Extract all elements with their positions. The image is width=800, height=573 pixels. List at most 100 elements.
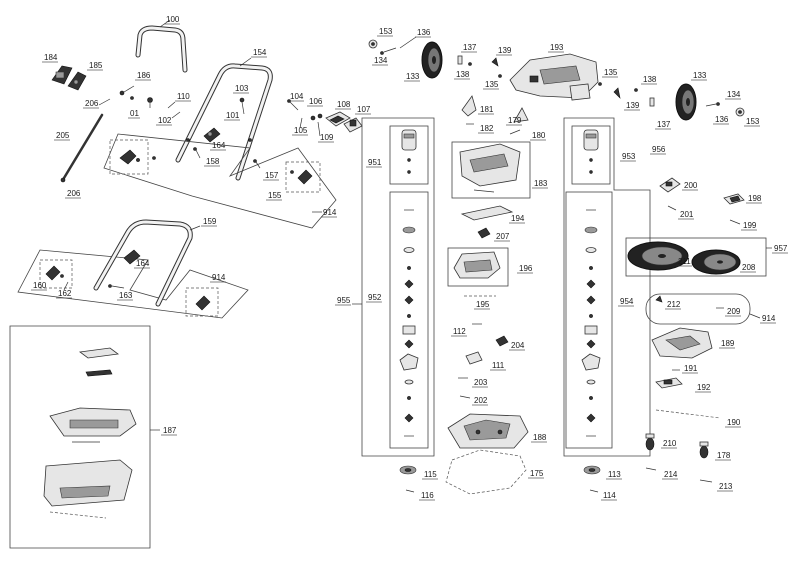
dashed-box-164-upper xyxy=(109,139,149,175)
bracket-192 xyxy=(655,377,683,389)
flap-179 xyxy=(513,107,529,123)
spring-139 xyxy=(613,87,621,99)
callout-162: 162 xyxy=(58,289,72,298)
grass-box-handle xyxy=(78,347,120,377)
callout-180: 180 xyxy=(532,131,546,140)
motor-subgroup-954 xyxy=(565,191,613,449)
callout-134-left: 134 xyxy=(374,56,388,65)
callout-957: 957 xyxy=(774,244,788,253)
flap-181 xyxy=(461,95,477,117)
motor-951 xyxy=(401,129,417,174)
cable-clip-184 xyxy=(51,65,73,85)
motor-subgroup-952 xyxy=(389,191,429,449)
rod-205 xyxy=(62,113,104,180)
grass-box-bag xyxy=(43,459,133,507)
callout-914-lower: 914 xyxy=(212,273,226,282)
callout-954: 954 xyxy=(620,297,634,306)
callout-157: 157 xyxy=(265,171,279,180)
callout-951: 951 xyxy=(368,158,382,167)
callout-153-right: 153 xyxy=(746,117,760,126)
callout-211: 211 xyxy=(678,257,691,266)
callout-112: 112 xyxy=(453,327,466,336)
clip-207 xyxy=(477,227,491,239)
deck-188 xyxy=(447,413,529,449)
motor-group-frame-955 xyxy=(361,117,435,457)
callout-113: 113 xyxy=(608,470,621,479)
callout-137-left: 137 xyxy=(463,43,477,52)
callout-182: 182 xyxy=(480,124,494,133)
clamp-lever-164-lower xyxy=(123,249,141,265)
upper-handle-bar xyxy=(135,19,188,73)
callout-104: 104 xyxy=(290,92,304,101)
motor-stack-954 xyxy=(581,209,601,437)
callout-952: 952 xyxy=(368,293,382,302)
callout-187: 187 xyxy=(163,426,177,435)
callout-206-top: 206 xyxy=(85,99,99,108)
blade-holder-113 xyxy=(583,465,601,475)
callout-185: 185 xyxy=(89,61,103,70)
kit-panel-914-lower xyxy=(17,249,249,319)
callout-139-right: 139 xyxy=(626,101,640,110)
plate-194 xyxy=(460,205,514,221)
screw-212 xyxy=(655,295,663,303)
callout-102: 102 xyxy=(158,116,172,125)
spring-137 xyxy=(457,55,463,65)
cover-183 xyxy=(459,143,521,193)
callout-214: 214 xyxy=(664,470,678,479)
bolt-186 xyxy=(119,85,135,100)
callout-186: 186 xyxy=(137,71,151,80)
callout-195: 195 xyxy=(476,300,490,309)
clip-200 xyxy=(659,177,681,193)
chute-196 xyxy=(453,251,501,279)
knob-01 xyxy=(147,97,153,108)
callout-914-upper: 914 xyxy=(323,208,337,217)
chute-group-196 xyxy=(447,247,509,287)
callout-138-right: 138 xyxy=(643,75,657,84)
cable-clip-185 xyxy=(67,71,87,91)
callout-101: 101 xyxy=(226,111,240,120)
seal-outline-175 xyxy=(445,449,527,495)
callout-953: 953 xyxy=(622,152,636,161)
callout-201: 201 xyxy=(680,210,694,219)
callout-134-right: 134 xyxy=(727,90,741,99)
hub-cap-153-right xyxy=(735,107,745,117)
callout-111: 111 xyxy=(492,361,505,370)
callout-178: 178 xyxy=(717,451,731,460)
part-204 xyxy=(495,335,509,347)
callout-198: 198 xyxy=(748,194,762,203)
spring-137-right xyxy=(649,97,655,107)
callout-188: 188 xyxy=(533,433,547,442)
dashed-box-160 xyxy=(39,259,73,289)
motor-group-frame-956 xyxy=(563,117,651,457)
grass-box-frame-187 xyxy=(9,325,151,549)
callout-914-right: 914 xyxy=(762,314,776,323)
callout-179: 179 xyxy=(508,116,522,125)
callout-154: 154 xyxy=(253,48,267,57)
callout-191: 191 xyxy=(684,364,698,373)
callout-107: 107 xyxy=(357,105,371,114)
callout-160: 160 xyxy=(33,281,47,290)
callout-189: 189 xyxy=(721,339,735,348)
clamp-155 xyxy=(290,169,313,185)
dashed-box-914-lower xyxy=(185,287,219,317)
callout-194: 194 xyxy=(511,214,525,223)
callout-196: 196 xyxy=(519,264,533,273)
callout-213: 213 xyxy=(719,482,733,491)
caster-178 xyxy=(699,441,709,459)
dashed-box-155 xyxy=(285,161,321,193)
cap-198 xyxy=(723,193,745,205)
callout-181: 181 xyxy=(480,105,494,114)
callout-114: 114 xyxy=(603,491,616,500)
callout-105: 105 xyxy=(294,126,308,135)
clamp-lever-164 xyxy=(203,127,221,143)
callout-203: 203 xyxy=(474,378,488,387)
callout-136-right: 136 xyxy=(715,115,729,124)
callout-153-left: 153 xyxy=(379,27,393,36)
callout-175: 175 xyxy=(530,469,544,478)
base-189 xyxy=(651,327,713,359)
kit-oval-914 xyxy=(645,293,751,325)
callout-100: 100 xyxy=(166,15,180,24)
callout-200: 200 xyxy=(684,181,698,190)
callout-206-bottom: 206 xyxy=(67,189,81,198)
switch-lever-106 xyxy=(310,113,323,121)
